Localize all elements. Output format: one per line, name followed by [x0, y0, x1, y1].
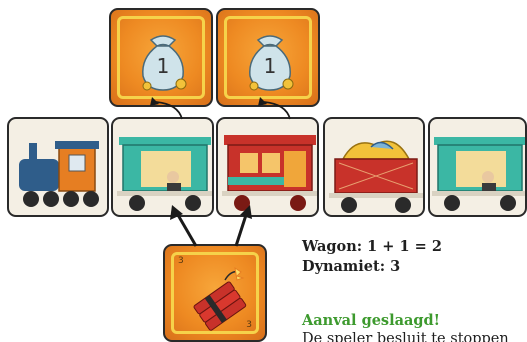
train-card-locomotive[interactable]	[7, 117, 109, 217]
dynamite-value-top: 3	[178, 256, 184, 266]
arrow-head-loot-1	[150, 97, 159, 106]
arrow-to-wagon-2	[234, 214, 248, 247]
card-frame	[171, 252, 259, 334]
arrow-to-wagon-1	[176, 214, 198, 247]
arrow-head-loot-2	[258, 97, 267, 106]
cargo-wagon-icon	[329, 140, 423, 213]
loot-value: 1	[263, 54, 277, 78]
money-bag-icon	[249, 35, 294, 91]
wagon-bandit-icon	[432, 137, 525, 211]
loot-card-2[interactable]: 1	[216, 8, 320, 107]
loot-card-1[interactable]: 1	[109, 8, 213, 107]
arrow-head-wagon-2	[240, 205, 252, 219]
dynamite-value-bottom: 3	[246, 320, 252, 330]
wagon-calculation: Wagon: 1 + 1 = 2	[302, 238, 442, 255]
loot-value: 1	[156, 54, 170, 78]
card-frame	[224, 16, 312, 99]
wagon-bandit-icon	[117, 137, 212, 211]
money-bag-icon	[142, 35, 187, 91]
train-card-wagon-3[interactable]	[323, 117, 425, 217]
dynamite-icon	[193, 266, 247, 331]
arrow-to-loot-1	[155, 101, 183, 120]
red-wagon-icon	[222, 135, 317, 211]
dynamite-strength: Dynamiet: 3	[302, 258, 401, 275]
result-description: De speler besluit te stoppen	[302, 331, 509, 342]
attack-result: Aanval geslaagd!	[302, 312, 441, 329]
train-card-wagon-2[interactable]	[216, 117, 319, 217]
dynamite-card[interactable]: 3 3	[163, 244, 267, 342]
arrow-head-wagon-1	[170, 205, 183, 220]
locomotive-icon	[19, 141, 99, 207]
train-card-wagon-4[interactable]	[428, 117, 527, 217]
train-card-wagon-1[interactable]	[111, 117, 214, 217]
card-frame	[117, 16, 205, 99]
arrow-to-loot-2	[263, 101, 291, 120]
